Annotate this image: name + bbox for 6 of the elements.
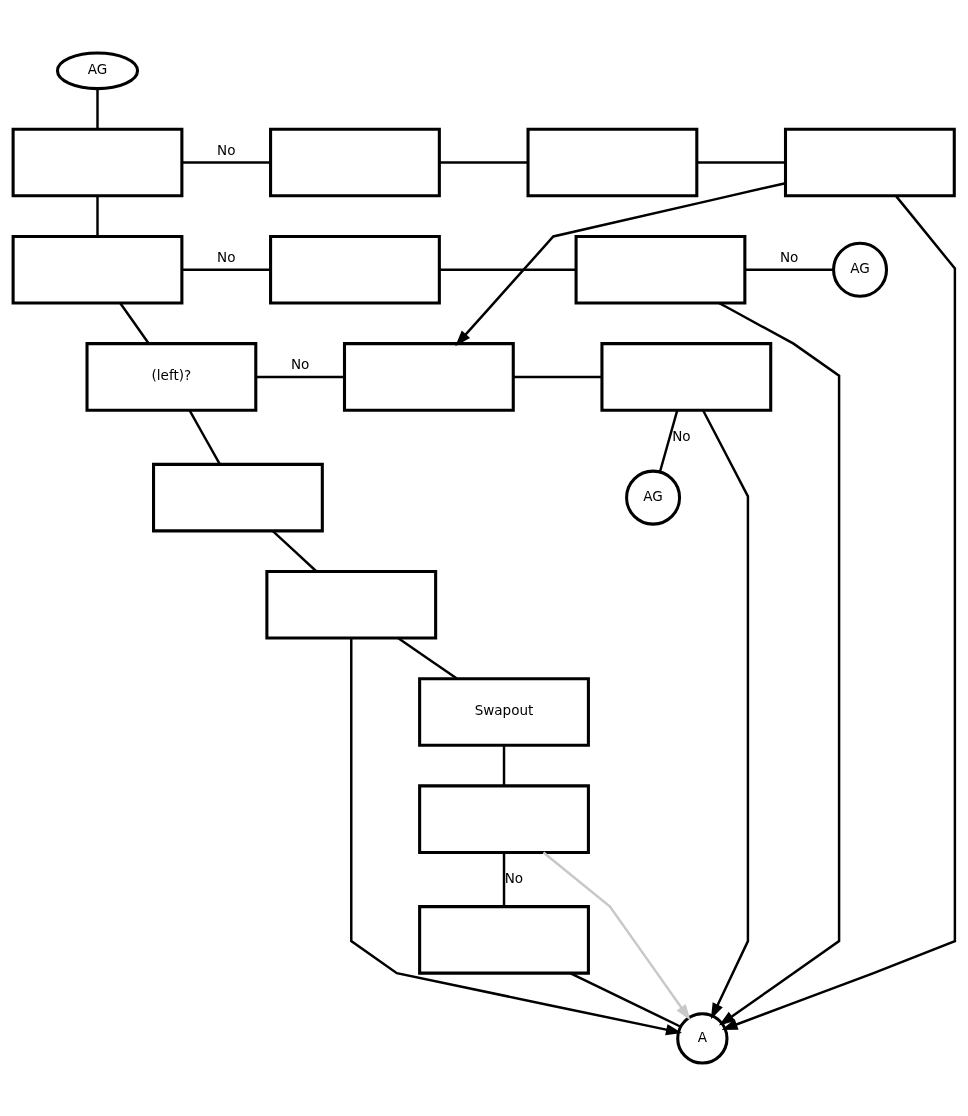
edge-label: No	[779, 249, 799, 266]
edge-label: No	[672, 427, 691, 444]
edge-label: No	[217, 141, 236, 158]
edge-label: No	[290, 356, 310, 373]
edge-label: No	[504, 869, 524, 886]
edge-label: No	[217, 249, 236, 266]
